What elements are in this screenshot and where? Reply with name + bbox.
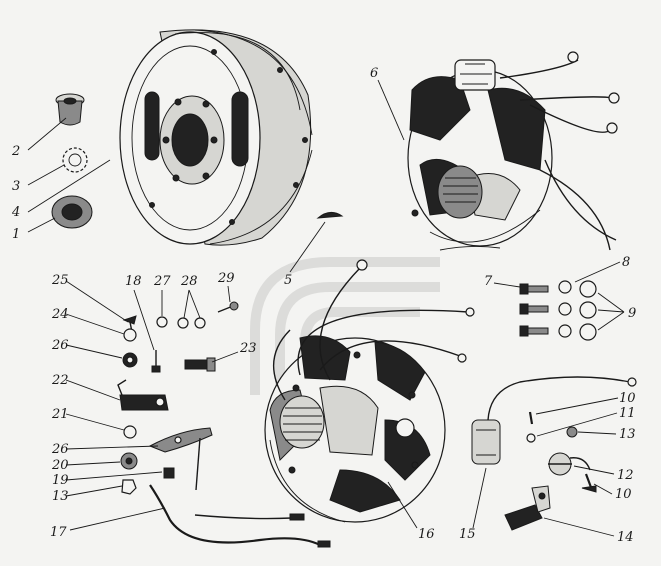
screw-part-29 xyxy=(217,301,239,313)
breaker-lever-part-26 xyxy=(148,427,213,491)
label-2: 2 xyxy=(11,144,20,159)
felt-seal-part-1 xyxy=(51,195,93,229)
label-23: 23 xyxy=(239,341,257,356)
stator-assembly-upper xyxy=(407,51,620,251)
bracket-part-22 xyxy=(117,379,169,411)
nut-part-13-right xyxy=(566,426,578,438)
stator-base-plate xyxy=(264,259,475,523)
washer-part-26-top xyxy=(122,352,138,368)
label-22: 22 xyxy=(51,373,69,388)
label-4: 4 xyxy=(11,205,20,220)
label-3: 3 xyxy=(12,179,20,194)
label-25: 25 xyxy=(51,273,69,288)
label-10-bottom: 10 xyxy=(615,487,632,502)
lock-washers-part-9 xyxy=(579,280,597,341)
label-18: 18 xyxy=(125,274,142,289)
label-20: 20 xyxy=(51,458,69,473)
label-24: 24 xyxy=(51,307,69,322)
leader-lines xyxy=(27,79,625,537)
pin-part-18 xyxy=(151,350,161,373)
label-7: 7 xyxy=(484,274,493,289)
label-13-left: 13 xyxy=(52,489,69,504)
label-26-top: 26 xyxy=(51,338,69,353)
label-11: 11 xyxy=(619,406,636,421)
label-8: 8 xyxy=(622,255,630,270)
label-12: 12 xyxy=(617,468,634,483)
key-part-5 xyxy=(316,212,344,219)
label-6: 6 xyxy=(370,66,378,81)
label-27: 27 xyxy=(153,274,171,289)
washers-part-8 xyxy=(558,280,572,338)
label-19: 19 xyxy=(52,473,69,488)
label-26-bottom: 26 xyxy=(51,442,69,457)
screw-part-10-bottom xyxy=(581,473,597,493)
pin-part-19 xyxy=(163,467,175,479)
washer-part-24 xyxy=(123,328,137,342)
washer-part-11 xyxy=(526,433,536,443)
label-9: 9 xyxy=(628,306,636,321)
flywheel-rotor xyxy=(119,29,313,246)
washer-part-21 xyxy=(123,425,137,439)
label-13-right: 13 xyxy=(619,427,636,442)
bushing-part-2 xyxy=(55,93,85,126)
label-29: 29 xyxy=(217,271,235,286)
cam-felt-part-20 xyxy=(120,452,138,470)
label-1: 1 xyxy=(12,227,20,242)
label-10-top: 10 xyxy=(619,391,636,406)
screw-part-23 xyxy=(184,357,216,372)
lock-washer-part-3 xyxy=(62,147,88,173)
screw-part-10-top xyxy=(528,411,534,425)
label-17: 17 xyxy=(50,525,67,540)
nut-part-13-left xyxy=(121,479,137,495)
callout-labels: 2 3 4 1 5 6 7 8 9 10 11 13 12 10 14 15 1… xyxy=(11,66,636,545)
condenser-part-15 xyxy=(471,376,637,465)
label-16: 16 xyxy=(418,527,435,542)
terminal-part-14 xyxy=(504,485,551,531)
label-14: 14 xyxy=(617,530,634,545)
label-15: 15 xyxy=(459,527,476,542)
screws-part-7 xyxy=(519,283,549,337)
label-5: 5 xyxy=(284,273,292,288)
lead-wire-part-17 xyxy=(149,484,331,548)
clamp-part-12 xyxy=(548,452,591,476)
label-21: 21 xyxy=(51,407,69,422)
label-28: 28 xyxy=(180,274,198,289)
washers-part-27-28 xyxy=(156,316,206,329)
